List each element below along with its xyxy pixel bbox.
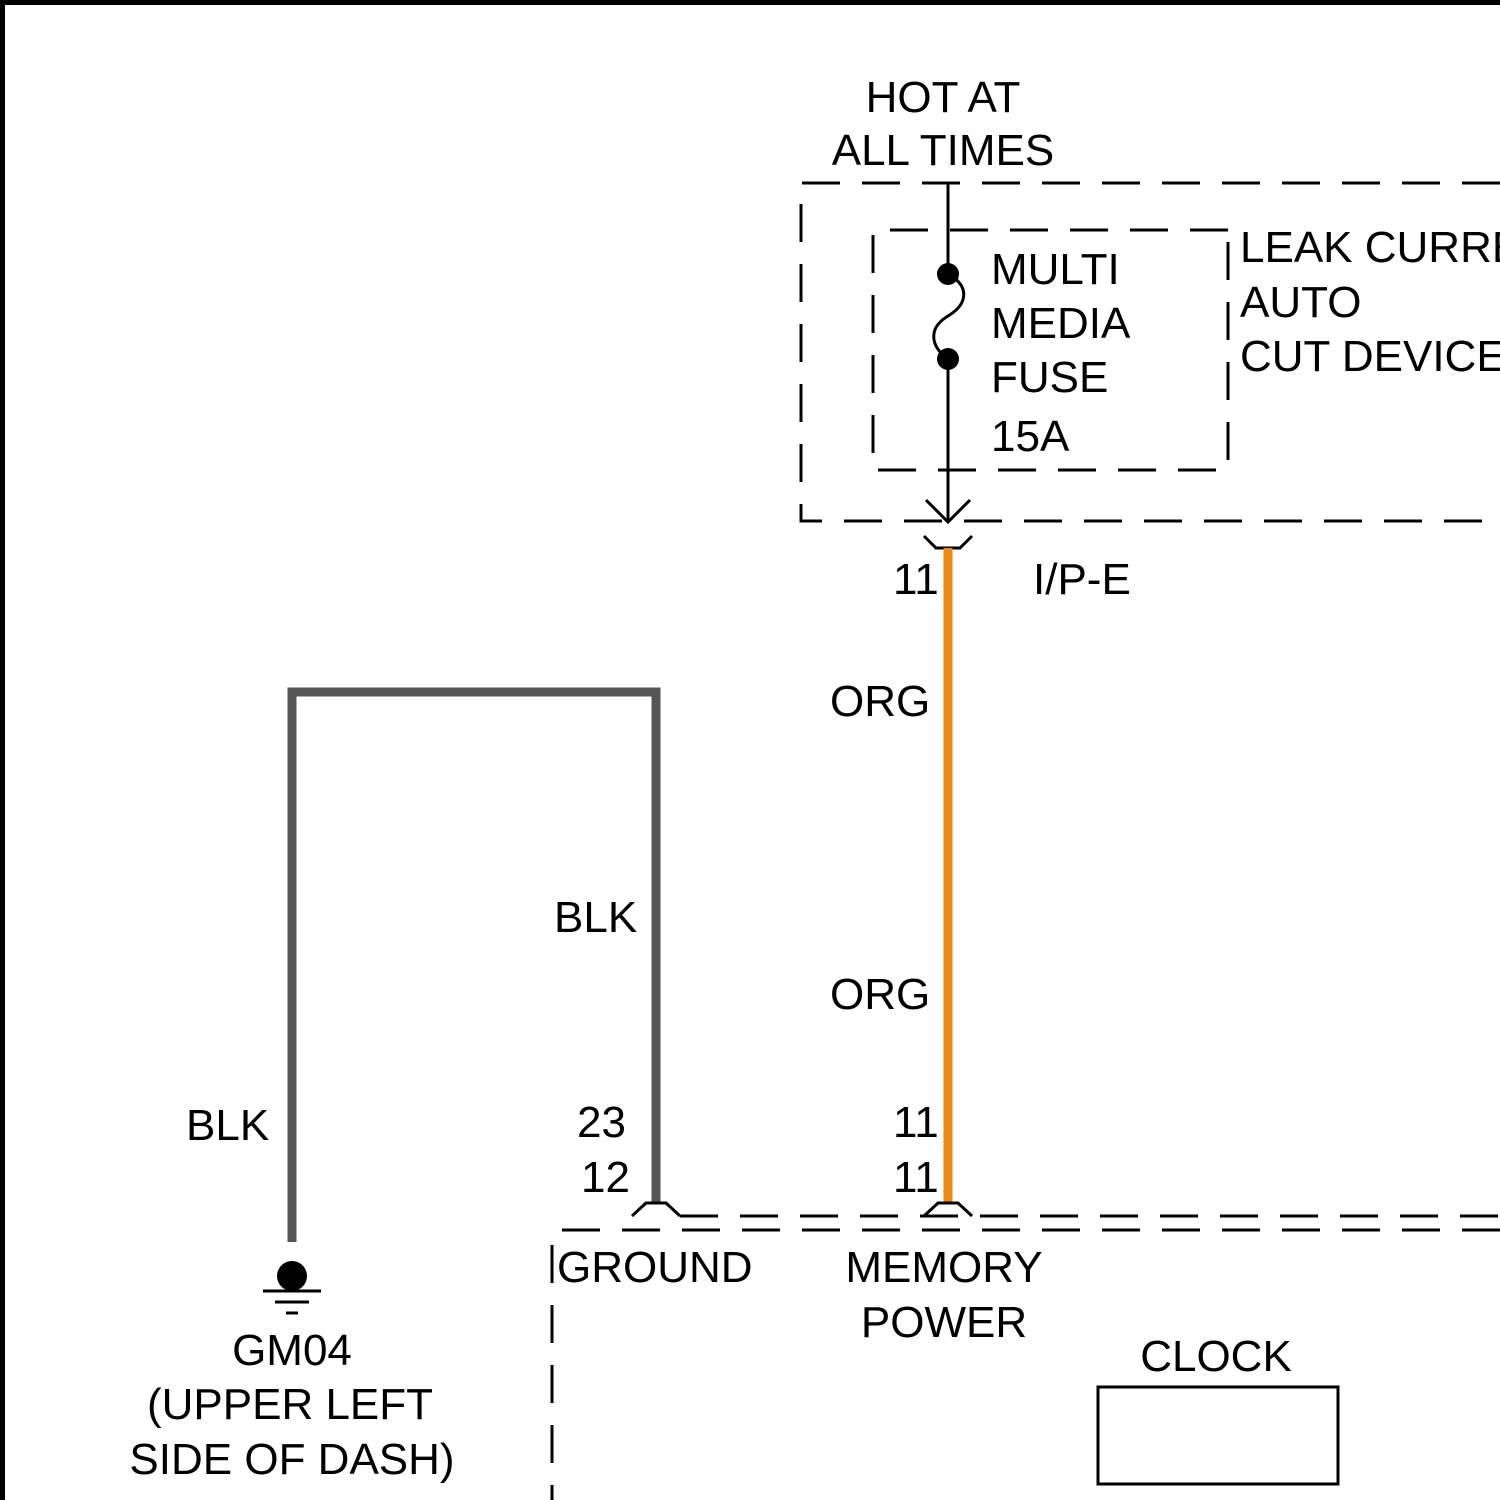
- ground-point-id: GM04: [232, 1326, 352, 1375]
- fuse-label-line2: MEDIA: [991, 299, 1131, 348]
- ground-point-location-line2: SIDE OF DASH): [129, 1435, 454, 1484]
- clock-label: CLOCK: [1140, 1332, 1292, 1381]
- ground-pin-number-top: 23: [577, 1098, 626, 1147]
- memory-power-label-line1: MEMORY: [845, 1243, 1042, 1292]
- power-source-label-line1: HOT AT: [866, 73, 1021, 122]
- leak-device-label-line2: AUTO: [1240, 278, 1361, 327]
- power-source-label-line2: ALL TIMES: [832, 126, 1055, 175]
- ground-pin-socket-icon: [632, 1203, 680, 1216]
- fuse-label-line1: MULTI: [991, 245, 1120, 294]
- ground-point-dot: [277, 1261, 307, 1291]
- fuse-rating-label: 15A: [991, 412, 1070, 461]
- fuse-label-line3: FUSE: [991, 353, 1108, 402]
- leak-device-label-line3: CUT DEVICE: [1240, 332, 1500, 381]
- ground-point-location-line1: (UPPER LEFT: [147, 1380, 433, 1429]
- ground-pin-number-bottom: 12: [581, 1153, 630, 1202]
- memory-pin-number-bottom: 11: [893, 1153, 939, 1202]
- clock-box: [1098, 1387, 1338, 1484]
- fuse-element-icon: [934, 274, 964, 359]
- leak-device-label-line1: LEAK CURRENT: [1240, 223, 1500, 272]
- ground-circuit-label: GROUND: [557, 1243, 753, 1292]
- ip-e-connector-socket-icon: [924, 536, 972, 548]
- org-wire-label-lower: ORG: [830, 970, 930, 1019]
- memory-pin-socket-icon: [924, 1203, 972, 1216]
- blk-wire-label-ground: BLK: [186, 1101, 269, 1150]
- ip-e-connector-name: I/P-E: [1033, 555, 1131, 604]
- blk-wire-label-loop: BLK: [554, 893, 637, 942]
- memory-power-label-line2: POWER: [861, 1298, 1027, 1347]
- org-wire-label-upper: ORG: [830, 677, 930, 726]
- ip-e-connector-pin: 11: [893, 555, 939, 604]
- memory-pin-number-top: 11: [893, 1098, 939, 1147]
